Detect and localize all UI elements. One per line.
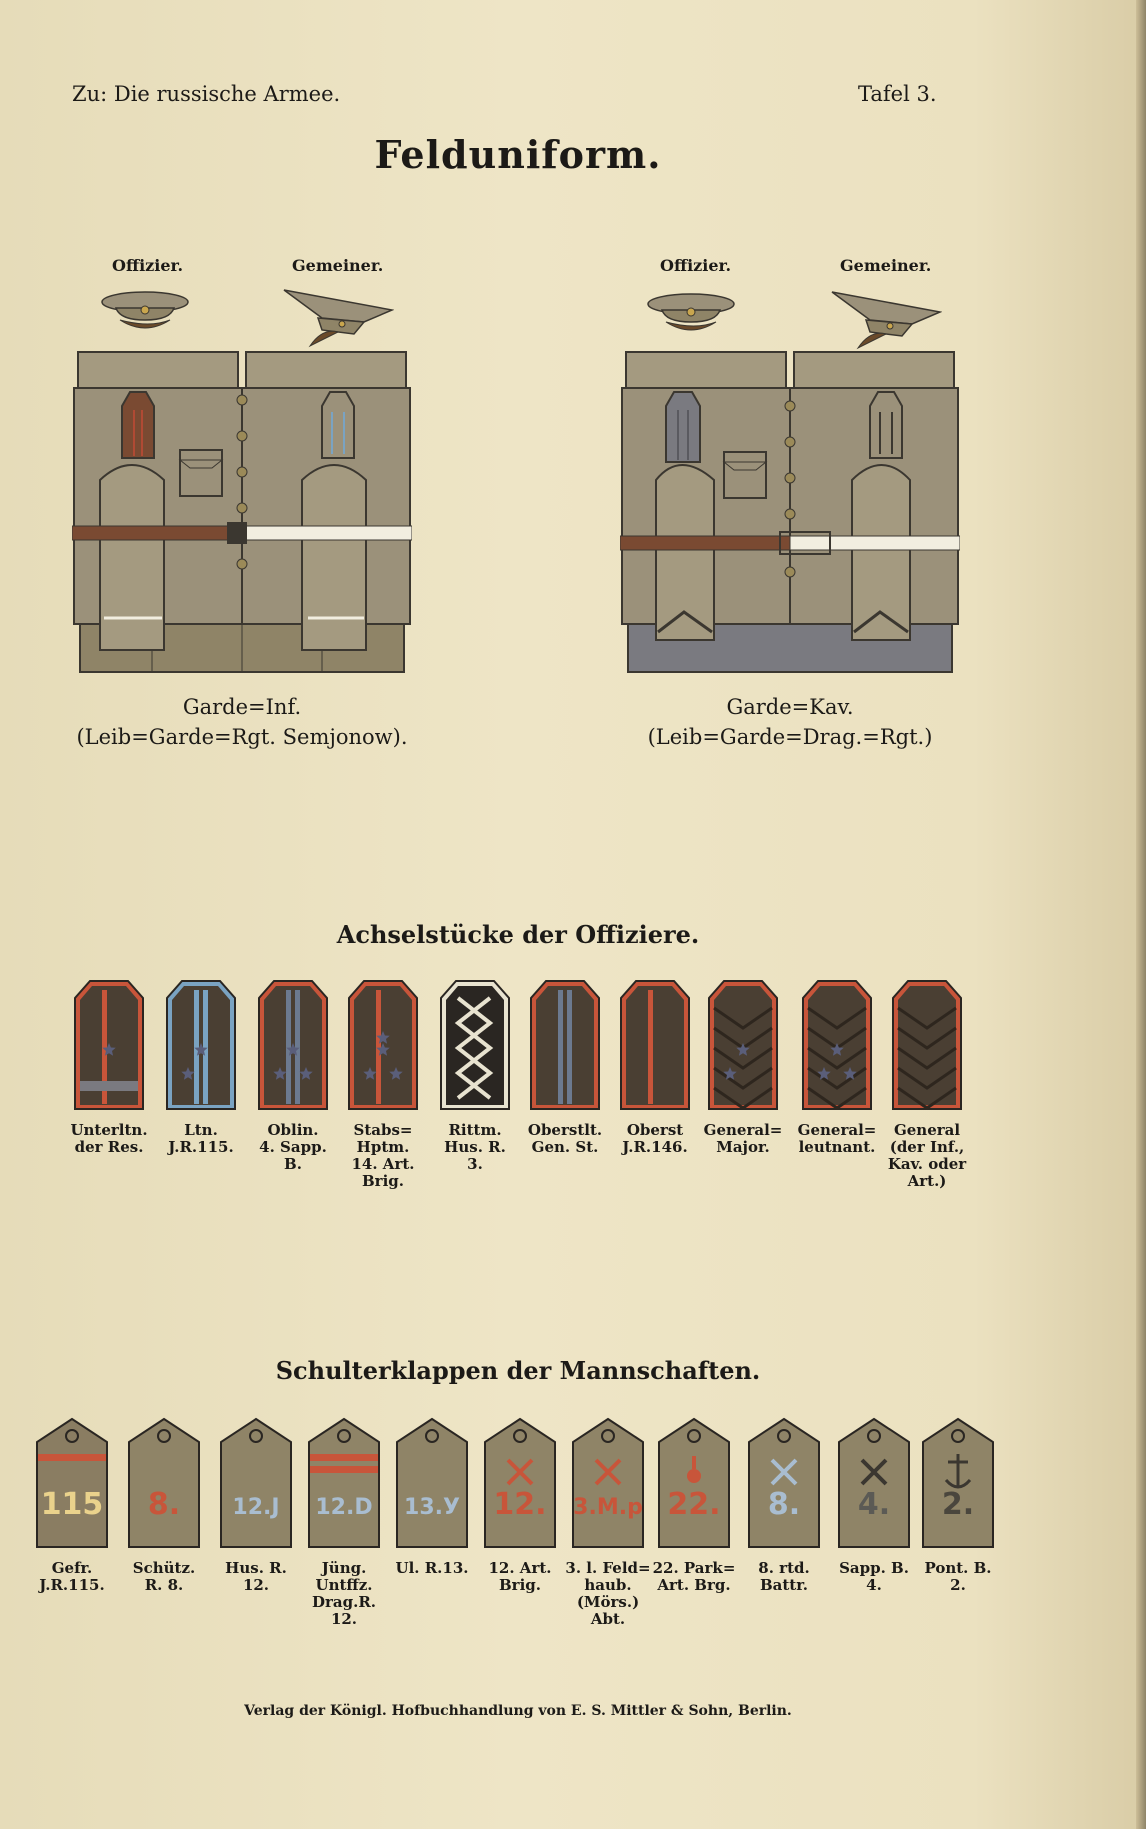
men-strap-label: Sapp. B. 4. — [839, 1559, 909, 1594]
private-cap-icon — [283, 289, 394, 348]
officers-section-title: Achselstücke der Offiziere. — [336, 920, 700, 949]
men-shoulder-strap: 12. — [484, 1417, 556, 1548]
officer-shoulder-board — [74, 980, 144, 1110]
publisher-footer: Verlag der Königl. Hofbuchhandlung von E… — [244, 1703, 792, 1719]
men-shoulder-strap: 2. — [922, 1417, 994, 1548]
officer-cap-icon — [101, 291, 189, 329]
tunic-garde-kav-icon — [620, 351, 960, 673]
officer-shoulder-board — [530, 980, 600, 1110]
men-strap-label: 22. Park= Art. Brg. — [652, 1559, 736, 1594]
officer-board-label: Stabs= Hptm. 14. Art. Brig. — [351, 1121, 415, 1190]
header-left: Zu: Die russische Armee. — [72, 82, 341, 106]
page-title: Felduniform. — [374, 132, 662, 177]
men-shoulder-strap: 22. — [658, 1417, 730, 1548]
strap-number: 12.J — [232, 1495, 279, 1520]
men-strap-label: 12. Art. Brig. — [488, 1559, 552, 1594]
officer-shoulder-board — [620, 980, 690, 1110]
tunic-garde-inf-icon — [72, 351, 412, 673]
officer-board-label: General= Major. — [703, 1121, 783, 1156]
strap-number: 12. — [493, 1487, 546, 1522]
strap-number: 12.D — [315, 1495, 372, 1520]
strap-number: 8. — [768, 1487, 800, 1522]
private-cap-icon — [831, 291, 942, 350]
men-shoulder-strap: 12.J — [220, 1417, 292, 1548]
officer-cap-icon — [647, 293, 735, 331]
men-shoulder-strap: 13.У — [396, 1417, 468, 1548]
header-right: Tafel 3. — [858, 82, 937, 106]
officer-shoulder-board — [802, 980, 872, 1110]
men-strap-label: Schütz. R. 8. — [132, 1559, 196, 1594]
men-strap-label: 3. l. Feld= haub. (Mörs.) Abt. — [565, 1559, 651, 1628]
strap-number: 8. — [148, 1487, 180, 1522]
men-shoulder-strap: 4. — [838, 1417, 910, 1548]
caption-uniform-2-line1: Garde=Kav. — [726, 695, 854, 719]
strap-number: 22. — [667, 1487, 720, 1522]
men-strap-label: Pont. B. 2. — [924, 1559, 992, 1594]
men-strap-label: Jüng. Untffz. Drag.R. 12. — [311, 1559, 377, 1628]
men-shoulder-strap: 3.M.p — [572, 1417, 644, 1548]
men-shoulder-strap: 12.D — [308, 1417, 380, 1548]
officer-board-label: Oberstlt. Gen. St. — [527, 1121, 603, 1156]
men-strap-label: Gefr. J.R.115. — [39, 1559, 105, 1594]
strap-number: 13.У — [404, 1495, 460, 1520]
strap-number: 2. — [942, 1487, 974, 1522]
officer-shoulder-board — [166, 980, 236, 1110]
officer-shoulder-board — [440, 980, 510, 1110]
private-cap-label: Gemeiner. — [840, 256, 932, 275]
strap-number: 4. — [858, 1487, 890, 1522]
men-shoulder-strap: 8. — [748, 1417, 820, 1548]
officer-cap-label: Offizier. — [112, 256, 184, 275]
officer-board-label: Oberst J.R.146. — [622, 1121, 688, 1156]
officer-board-label: Ltn. J.R.115. — [168, 1121, 234, 1156]
men-strap-label: Ul. R.13. — [395, 1559, 469, 1577]
officer-shoulder-board — [348, 980, 418, 1110]
book-gutter — [1136, 0, 1146, 1829]
officer-board-label: General= leutnant. — [797, 1121, 877, 1156]
private-cap-label: Gemeiner. — [292, 256, 384, 275]
officer-board-label: Unterltn. der Res. — [70, 1121, 148, 1156]
men-shoulder-strap: 8. — [128, 1417, 200, 1548]
men-strap-label: Hus. R. 12. — [225, 1559, 287, 1594]
officer-cap-label: Offizier. — [660, 256, 732, 275]
officer-shoulder-board — [892, 980, 962, 1110]
officer-board-label: Oblin. 4. Sapp. B. — [259, 1121, 327, 1173]
officer-board-label: General (der Inf., Kav. oder Art.) — [887, 1121, 967, 1190]
officer-shoulder-board — [258, 980, 328, 1110]
men-shoulder-strap: 115 — [36, 1417, 108, 1548]
caption-uniform-2-line2: (Leib=Garde=Drag.=Rgt.) — [647, 725, 933, 749]
strap-number: 3.M.p — [573, 1495, 643, 1520]
caption-uniform-1-line2: (Leib=Garde=Rgt. Semjonow). — [76, 725, 408, 749]
men-section-title: Schulterklappen der Mannschaften. — [275, 1356, 761, 1385]
officer-board-label: Rittm. Hus. R. 3. — [444, 1121, 506, 1173]
officer-shoulder-board — [708, 980, 778, 1110]
strap-number: 115 — [41, 1487, 104, 1522]
caption-uniform-1-line1: Garde=Inf. — [182, 695, 302, 719]
men-strap-label: 8. rtd. Battr. — [758, 1559, 810, 1594]
